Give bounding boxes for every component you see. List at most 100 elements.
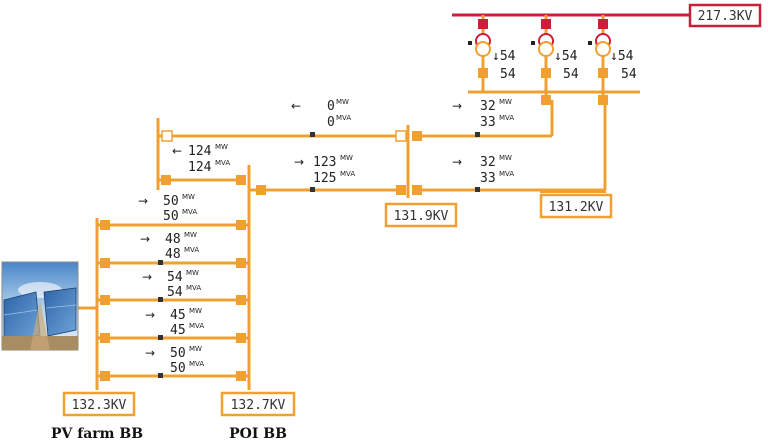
lv-breaker[interactable] bbox=[598, 68, 608, 78]
svg-text:50: 50 bbox=[170, 346, 186, 361]
svg-text:MVA: MVA bbox=[189, 322, 204, 330]
svg-text:124: 124 bbox=[188, 160, 212, 175]
flow-label-mid-left: → 123 MW 125 MVA bbox=[294, 154, 355, 186]
breaker[interactable] bbox=[541, 95, 551, 105]
pv-feeder-5 bbox=[97, 371, 249, 381]
svg-text:MVA: MVA bbox=[499, 114, 514, 122]
flow-label-mid-right: → 32 MW 33 MVA bbox=[452, 154, 514, 186]
transformer-1-labels: ↓54 54 bbox=[492, 49, 516, 82]
svg-text:MW: MW bbox=[499, 154, 512, 162]
bus-b-voltage-box bbox=[539, 193, 613, 219]
poi-voltage-label: 132.7KV bbox=[231, 398, 286, 413]
transformer-3-labels: ↓54 54 bbox=[610, 49, 637, 82]
svg-text:125: 125 bbox=[313, 171, 336, 186]
svg-text:MVA: MVA bbox=[340, 170, 355, 178]
breaker[interactable] bbox=[100, 295, 110, 305]
svg-text:54: 54 bbox=[167, 285, 183, 300]
svg-text:→: → bbox=[142, 270, 152, 284]
svg-text:←: ← bbox=[291, 99, 301, 113]
svg-text:→: → bbox=[294, 155, 304, 169]
svg-text:→: → bbox=[452, 155, 462, 169]
open-breaker[interactable] bbox=[161, 130, 173, 142]
poi-voltage-box bbox=[220, 391, 296, 417]
transformer-2[interactable] bbox=[531, 15, 554, 100]
flow-label-feeder-5: → 50 MW 50 MVA bbox=[145, 345, 204, 376]
breaker[interactable] bbox=[100, 220, 110, 230]
breaker[interactable] bbox=[256, 185, 266, 195]
svg-text:↓54: ↓54 bbox=[610, 49, 634, 64]
breaker[interactable] bbox=[161, 175, 171, 185]
svg-text:MW: MW bbox=[182, 193, 195, 201]
pv-farm-voltage-label: 132.3KV bbox=[72, 398, 127, 413]
svg-text:↓54: ↓54 bbox=[492, 49, 516, 64]
svg-text:32: 32 bbox=[480, 99, 496, 114]
svg-text:MW: MW bbox=[340, 154, 353, 162]
svg-text:0: 0 bbox=[327, 99, 335, 114]
svg-text:MW: MW bbox=[189, 307, 202, 315]
svg-text:0: 0 bbox=[327, 115, 335, 130]
breaker[interactable] bbox=[236, 333, 246, 343]
pv-farm-caption: PV farm BB bbox=[51, 426, 143, 442]
svg-text:54: 54 bbox=[563, 67, 579, 82]
svg-text:→: → bbox=[138, 194, 148, 208]
svg-text:↓54: ↓54 bbox=[554, 49, 578, 64]
pv-feeder-2 bbox=[97, 258, 249, 268]
hv-voltage-box bbox=[688, 3, 762, 28]
transformer-1[interactable] bbox=[468, 15, 491, 92]
pv-feeder-3 bbox=[97, 295, 249, 305]
svg-text:→: → bbox=[452, 99, 462, 113]
breaker[interactable] bbox=[100, 333, 110, 343]
svg-text:50: 50 bbox=[170, 361, 186, 376]
breaker[interactable] bbox=[236, 295, 246, 305]
open-breaker[interactable] bbox=[395, 130, 407, 142]
svg-text:48: 48 bbox=[165, 232, 181, 247]
svg-text:32: 32 bbox=[480, 155, 496, 170]
bus-b-voltage-label: 131.2KV bbox=[549, 200, 604, 215]
svg-text:MVA: MVA bbox=[215, 159, 230, 167]
hv-voltage-label: 217.3KV bbox=[698, 9, 753, 24]
pv-feeder-1 bbox=[97, 220, 249, 230]
svg-text:33: 33 bbox=[480, 171, 496, 186]
svg-text:MW: MW bbox=[336, 98, 349, 106]
breaker[interactable] bbox=[236, 258, 246, 268]
breaker[interactable] bbox=[236, 371, 246, 381]
svg-text:MVA: MVA bbox=[499, 170, 514, 178]
svg-text:50: 50 bbox=[163, 209, 179, 224]
svg-text:MW: MW bbox=[499, 98, 512, 106]
breaker[interactable] bbox=[412, 131, 422, 141]
transformer-3[interactable] bbox=[588, 15, 611, 100]
hv-breaker[interactable] bbox=[541, 19, 551, 29]
flow-label-feeder-3: → 54 MW 54 MVA bbox=[142, 269, 201, 300]
lv-breaker[interactable] bbox=[541, 68, 551, 78]
svg-text:MW: MW bbox=[184, 231, 197, 239]
breaker[interactable] bbox=[396, 185, 406, 195]
breaker[interactable] bbox=[236, 220, 246, 230]
svg-text:MVA: MVA bbox=[189, 360, 204, 368]
svg-text:MW: MW bbox=[189, 345, 202, 353]
solar-panel-icon bbox=[1, 261, 79, 351]
svg-text:45: 45 bbox=[170, 308, 186, 323]
flow-label-top-left: ← 124 MW 124 MVA bbox=[172, 143, 230, 175]
hv-breaker[interactable] bbox=[598, 19, 608, 29]
bus-a-voltage-box bbox=[384, 202, 458, 228]
transformer-2-labels: ↓54 54 bbox=[554, 49, 579, 82]
svg-text:54: 54 bbox=[621, 67, 637, 82]
breaker[interactable] bbox=[412, 185, 422, 195]
breaker[interactable] bbox=[100, 371, 110, 381]
svg-text:MVA: MVA bbox=[184, 246, 199, 254]
breaker[interactable] bbox=[236, 175, 246, 185]
breaker[interactable] bbox=[100, 258, 110, 268]
svg-text:→: → bbox=[140, 232, 150, 246]
lv-breaker[interactable] bbox=[478, 68, 488, 78]
hv-breaker[interactable] bbox=[478, 19, 488, 29]
svg-text:MVA: MVA bbox=[186, 284, 201, 292]
svg-text:54: 54 bbox=[167, 270, 183, 285]
svg-text:124: 124 bbox=[188, 144, 212, 159]
flow-label-top-right: → 32 MW 33 MVA bbox=[452, 98, 514, 130]
pv-farm-voltage-box bbox=[62, 391, 136, 417]
breaker[interactable] bbox=[598, 95, 608, 105]
flow-label-feeder-4: → 45 MW 45 MVA bbox=[145, 307, 204, 338]
pv-feeder-4 bbox=[97, 333, 249, 343]
flow-label-feeder-2: → 48 MW 48 MVA bbox=[140, 231, 199, 262]
